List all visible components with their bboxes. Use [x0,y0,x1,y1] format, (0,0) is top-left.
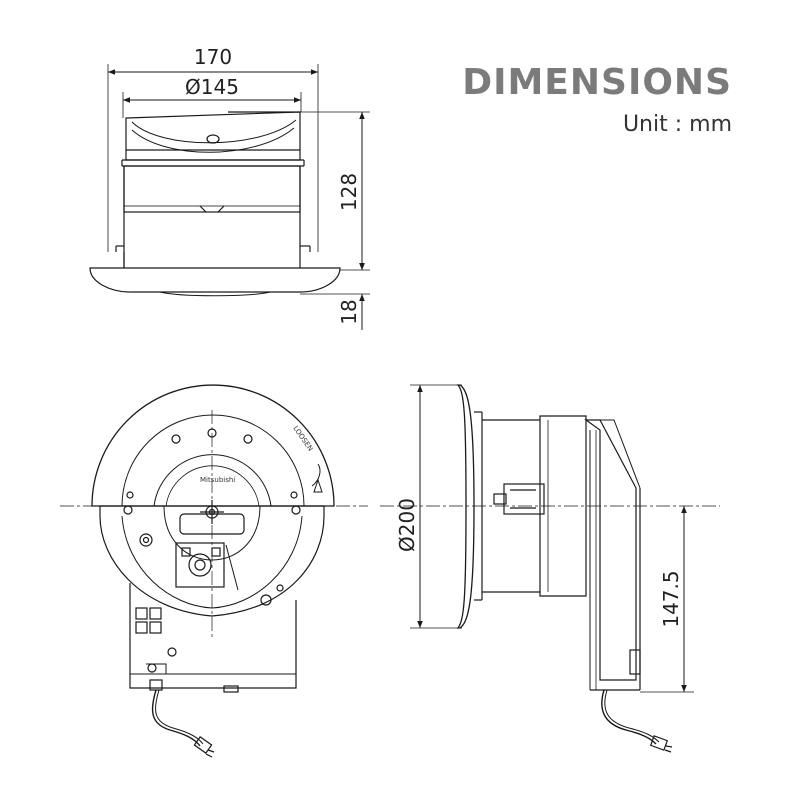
front-view [60,384,368,758]
dim-flange-thickness: 18 [337,299,361,324]
side-view [89,64,370,330]
brand-mark: Mitsubishi [200,476,235,484]
profile-view [380,384,720,753]
dimensions-heading: DIMENSIONS [462,62,732,103]
dim-body-diameter: Ø145 [185,75,239,99]
loosen-mark: LOOSEN [291,425,314,453]
dim-overall-width: 170 [194,45,232,69]
dim-mount-offset: 147.5 [659,570,683,627]
unit-label: Unit : mm [622,112,732,137]
dim-body-height: 128 [337,173,361,211]
dim-face-diameter: Ø200 [395,498,419,552]
